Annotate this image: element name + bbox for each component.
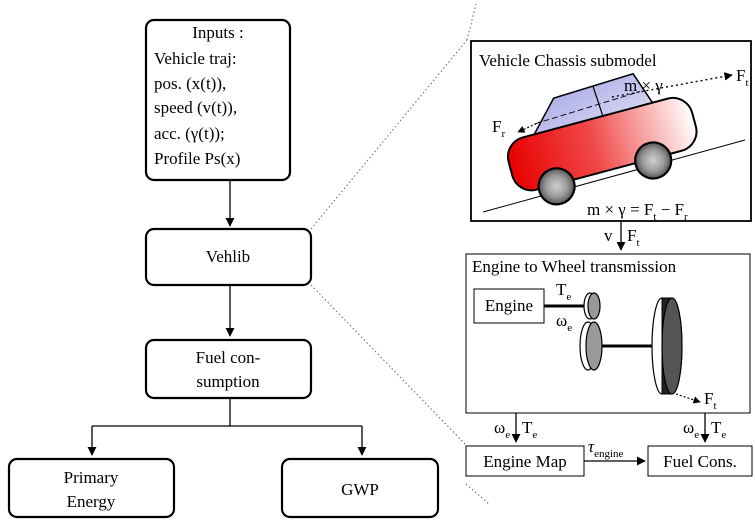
svg-text:Te: Te [711,418,726,441]
omega-sub: e [567,322,572,334]
link1-right-sub: t [636,237,639,249]
inputs-line-5: acc. (γ(t)); [154,124,225,143]
inputs-line-3: pos. (x(t)), [154,74,226,93]
wheel-force-label: F [704,389,713,408]
map-link-left-sub: e [505,429,510,441]
road-slope [482,139,746,213]
wheel-disc [661,297,683,395]
svg-text:ωe: ωe [556,311,572,334]
equation-minus: − F [656,200,684,219]
engine-map-box: Engine Map [465,445,585,477]
fuel-line-2: sumption [196,372,260,391]
fuel-consumption-box: Fuel con- sumption [144,338,313,400]
chassis-panel: Vehicle Chassis submodel Ft m × γ Fr m ×… [470,40,752,223]
inputs-line-1: Inputs : [192,23,243,42]
engine-map-label: Engine Map [483,452,567,471]
car-illustration [506,72,698,206]
vehlib-box: Vehlib [144,227,313,287]
equation-t-sub: t [653,211,656,223]
torque-label: T [556,280,567,299]
tau-symbol: τ [588,437,595,456]
inputs-line-4: speed (v(t)), [154,98,237,117]
svg-text:Ft: Ft [736,66,749,89]
large-gear [585,321,603,371]
inputs-line-6: Profile Ps(x) [154,149,240,168]
svg-text:Te: Te [522,418,537,441]
map-link-right: T [522,418,533,437]
chassis-title: Vehicle Chassis submodel [479,51,657,70]
wheel-force-sub: t [713,400,716,412]
fuel-line-1: Fuel con- [196,348,261,367]
inertia-label: m × γ [624,76,663,95]
force-ft-label: F [736,66,745,85]
map-link-right-sub: e [532,429,537,441]
primary-line-2: Energy [67,492,116,511]
svg-text:ωe: ωe [494,418,510,441]
primary-energy-box: Primary Energy [7,457,176,519]
zoom-line-mid [310,284,467,446]
equation-main: m × γ = F [587,200,653,219]
svg-text:τengine: τengine [588,437,624,460]
transmission-panel: Engine to Wheel transmission Engine Te ω… [465,253,751,414]
engine-label: Engine [485,296,533,315]
cons-link-right: T [711,418,722,437]
force-fr-sub: r [501,128,505,140]
engine-box [473,288,545,324]
gwp-label: GWP [341,480,379,499]
vehlib-label: Vehlib [206,247,250,266]
cons-link-left: ω [683,418,694,437]
force-fr-arrow [517,121,541,133]
gwp-box: GWP [280,457,440,519]
inputs-line-2: Vehicle traj: [154,49,237,68]
equation: m × γ = Ft − Fr [587,200,688,223]
primary-line-1: Primary [64,468,119,487]
inputs-box: Inputs : Vehicle traj: pos. (x(t)), spee… [144,18,292,182]
omega-label: ω [556,311,567,330]
link1-right: F [627,226,636,245]
force-ft-arrow [611,72,733,98]
tau-sub: engine [594,448,623,460]
zoom-line-top [310,39,468,230]
split-line [92,398,362,427]
force-ft-sub: t [745,77,748,89]
zoom-line-bottom [465,483,491,506]
fuel-cons-label: Fuel Cons. [663,452,737,471]
svg-text:Fr: Fr [492,117,505,140]
svg-text:ωe: ωe [683,418,699,441]
fuel-cons-box: Fuel Cons. [647,445,753,477]
torque-sub: e [566,291,571,303]
transmission-title: Engine to Wheel transmission [472,257,677,276]
cons-link-right-sub: e [721,429,726,441]
force-fr-label: F [492,117,501,136]
svg-text:Ft: Ft [627,226,640,249]
equation-r-sub: r [684,211,688,223]
svg-text:Te: Te [556,280,571,303]
zoom-line-top-ext [466,3,477,41]
svg-text:Ft: Ft [704,389,717,412]
small-gear [587,292,601,320]
map-link-left: ω [494,418,505,437]
wheel-force-arrow [675,393,701,404]
link1-left: v [604,226,613,245]
cons-link-left-sub: e [694,429,699,441]
